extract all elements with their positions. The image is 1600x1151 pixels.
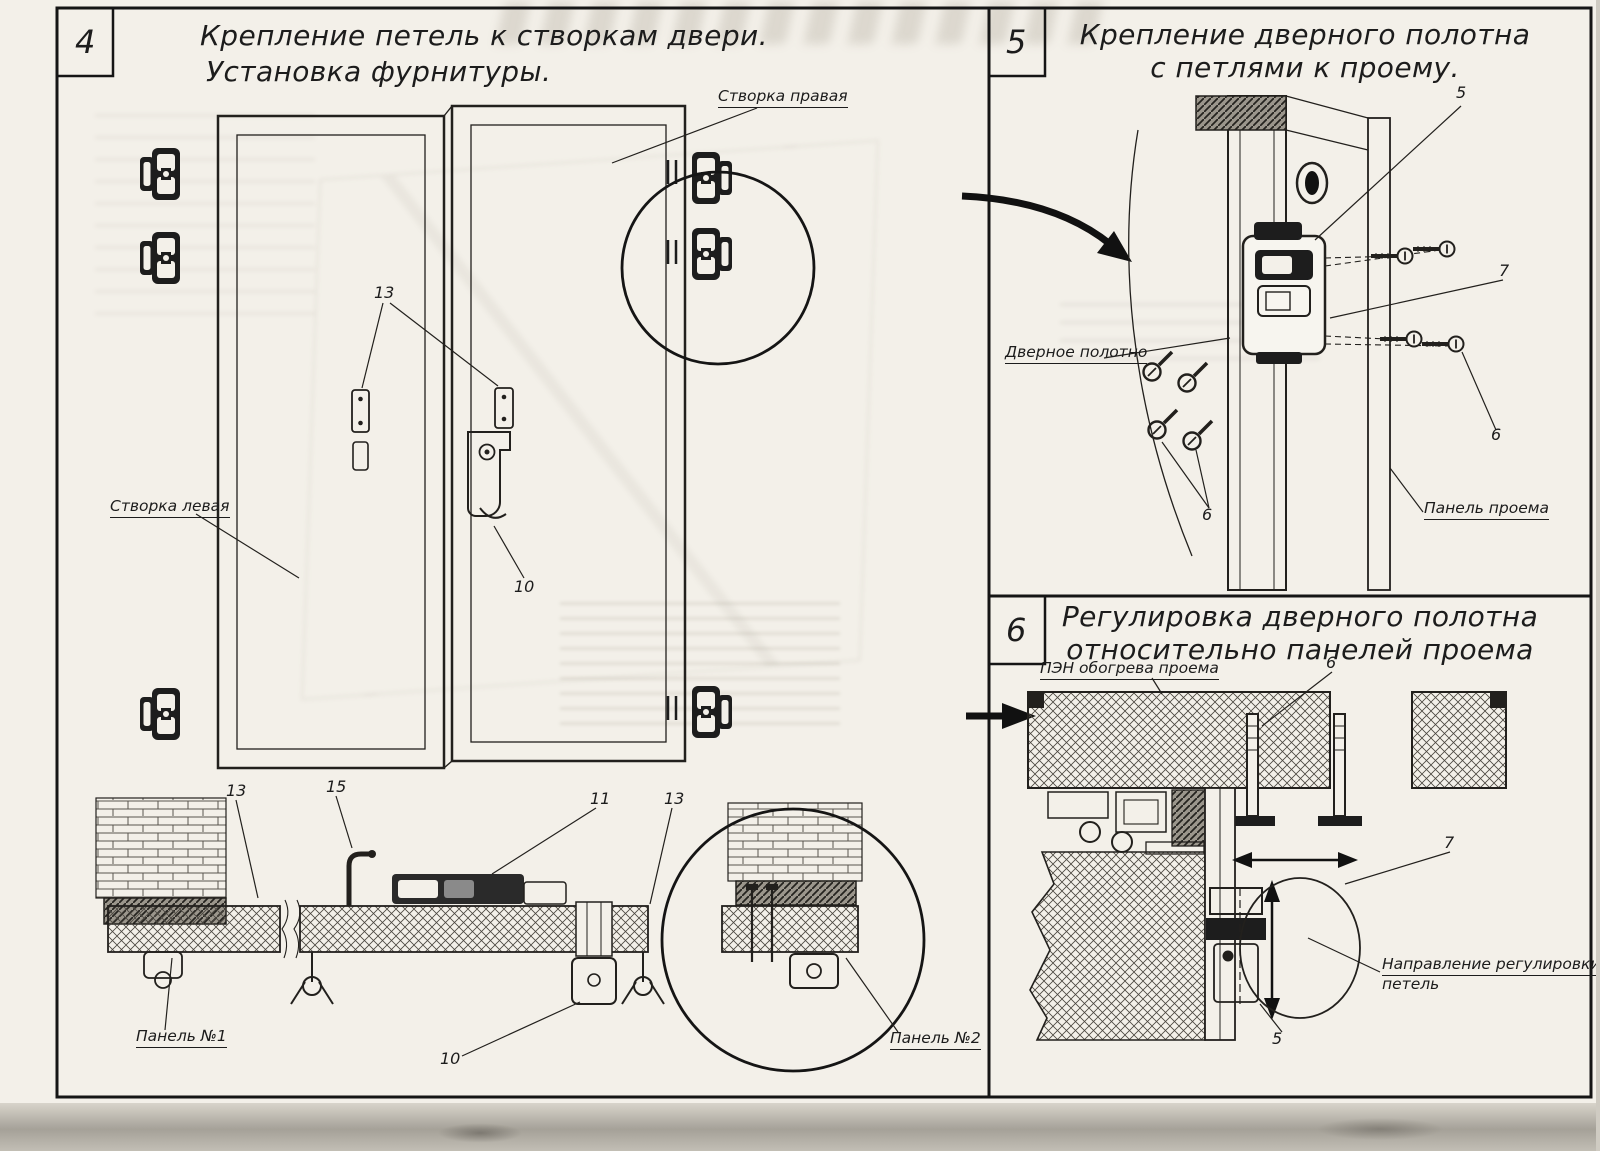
adjustment-arrows bbox=[1232, 852, 1358, 1020]
panel5-title-line1: Крепление дверного полотна bbox=[1079, 18, 1531, 51]
label-adjust-direction-line1: Направление регулировки bbox=[1382, 955, 1600, 976]
sheet-frame bbox=[55, 6, 1593, 1099]
label-heater: ПЭН обогрева проема bbox=[1040, 659, 1219, 680]
ref-13-section-right: 13 bbox=[664, 789, 685, 808]
seal-profiles bbox=[1047, 789, 1207, 855]
ref-13-section-left: 13 bbox=[226, 781, 247, 800]
panel4-number: 4 bbox=[75, 23, 96, 61]
ref-6-screws-left: 6 bbox=[1202, 505, 1213, 524]
label-adjust-direction: Направление регулировки петель bbox=[1382, 955, 1600, 994]
ref-6-bolt: 6 bbox=[1326, 653, 1337, 672]
panel6-title-line2: относительно панелей проема bbox=[1066, 633, 1534, 666]
hinge-icons-right-column bbox=[666, 152, 732, 738]
panel4-title-line2: Установка фурнитуры. bbox=[206, 55, 552, 88]
insulation-block bbox=[1029, 787, 1236, 1041]
panel6-title-line1: Регулировка дверного полотна bbox=[1061, 600, 1539, 633]
ref-10-joint: 10 bbox=[440, 1049, 461, 1068]
ref-11-latch-mech: 11 bbox=[590, 789, 611, 808]
ref-7-adjust: 7 bbox=[1444, 833, 1455, 852]
ref-13-hardware: 13 bbox=[374, 283, 395, 302]
cross-section-view bbox=[95, 797, 863, 1005]
panel6-number: 6 bbox=[1006, 611, 1027, 649]
panel5-title: Крепление дверного полотна с петлями к п… bbox=[1055, 18, 1555, 84]
ref-10-latch: 10 bbox=[514, 577, 535, 596]
label-opening-panel: Панель проема bbox=[1424, 499, 1549, 520]
screw-alignment-dashes bbox=[1324, 249, 1449, 347]
latch-hardware bbox=[351, 387, 514, 519]
detail-arrow-panel6 bbox=[966, 703, 1036, 729]
door-right-leaf bbox=[443, 104, 687, 769]
label-left-leaf: Створка левая bbox=[110, 497, 230, 518]
leader-lines-panel5 bbox=[1103, 105, 1504, 513]
label-right-leaf: Створка правая bbox=[718, 87, 848, 108]
ref-5-bracket: 5 bbox=[1272, 1029, 1283, 1048]
label-adjust-direction-line2: петель bbox=[1382, 974, 1440, 993]
heater-beam bbox=[1027, 691, 1507, 789]
hinge-body-detail bbox=[1241, 222, 1327, 364]
detail-ellipse-p6 bbox=[1239, 877, 1361, 1019]
ref-7-hinge: 7 bbox=[1499, 261, 1510, 280]
leader-lines-panel4-top bbox=[195, 107, 758, 579]
label-panel2: Панель №2 bbox=[890, 1029, 981, 1050]
hinge-icons-left-column bbox=[140, 148, 180, 740]
label-panel1: Панель №1 bbox=[136, 1027, 227, 1048]
screw-icons-right bbox=[1371, 240, 1465, 353]
panel5-number: 5 bbox=[1006, 23, 1027, 61]
label-door-leaf: Дверное полотно bbox=[1005, 343, 1148, 364]
detail-circle-joint bbox=[660, 807, 926, 1073]
panel4-title-line1: Крепление петель к створкам двери. bbox=[200, 19, 768, 52]
adjustment-bolts bbox=[1231, 713, 1362, 826]
ref-6-screws-right: 6 bbox=[1491, 425, 1502, 444]
panel6-title: Регулировка дверного полотна относительн… bbox=[1050, 600, 1550, 666]
scan-edge-right bbox=[1596, 0, 1600, 1151]
detail-arrow-panel5 bbox=[961, 192, 1132, 262]
ref-15-bracket: 15 bbox=[326, 777, 347, 796]
leader-lines-panel4-bottom bbox=[164, 795, 899, 1057]
screw-icons-lower-left bbox=[1142, 350, 1214, 451]
panel5-title-line2: с петлями к проему. bbox=[1150, 51, 1460, 84]
door-left-leaf bbox=[216, 114, 446, 770]
leader-lines-panel6 bbox=[1151, 671, 1451, 1033]
ref-5-hinge: 5 bbox=[1456, 83, 1467, 102]
detail-circle-hinges bbox=[620, 170, 816, 366]
